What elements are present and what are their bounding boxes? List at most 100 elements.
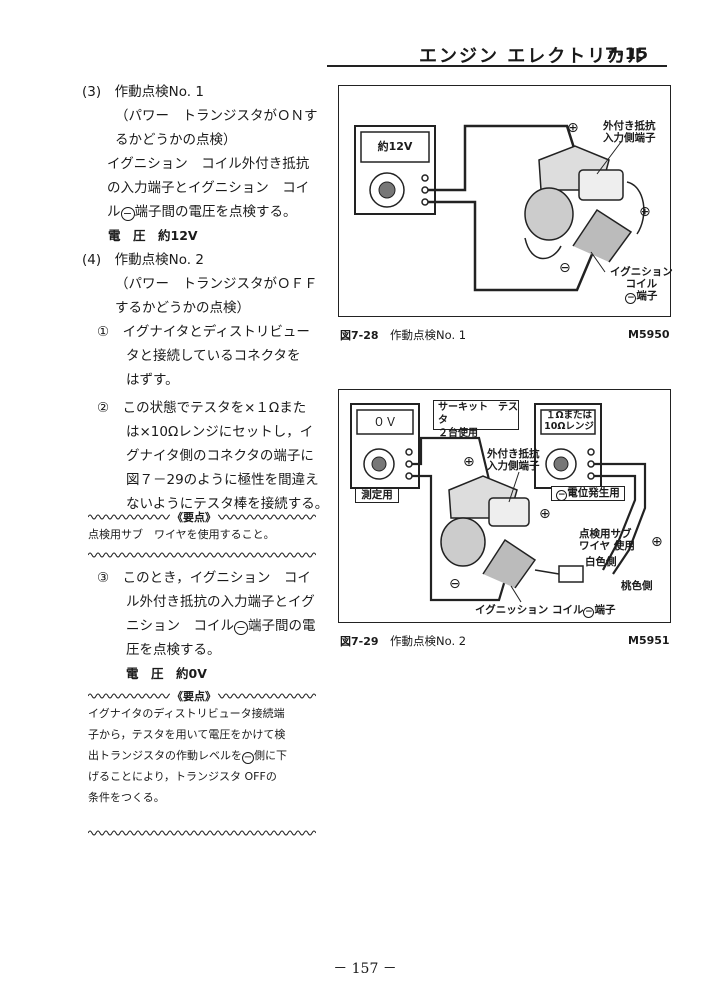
tester-lead-2 [428,200,595,292]
tester-1-display [356,409,414,435]
leader-resistor [596,141,622,175]
distributor [572,208,633,263]
minus-marker: ⊖ [559,260,571,276]
left-column: (3) 作動点検No. 1 （パワー トランジスタがＯＮす るかどうかの点検） … [82,80,329,516]
header-rule [327,65,667,67]
plus-marker-1: ⊕ [463,454,475,470]
step-2-line-3: グナイタ側のコネクタの端子に [126,448,314,464]
figure-7-29-drawing [350,403,647,603]
step-3-line-4: 圧を点検する。 [126,642,221,658]
tester-2-lead-2 [594,474,637,571]
section-3-voltage: 電 圧 約12V [108,228,198,243]
ignition-coil-label: イグニッション コイル−端子 [475,604,616,618]
wire-harness [626,181,645,235]
step-1-line-3: はずす。 [126,372,179,388]
leader-coil [510,585,522,603]
pink-side-label: 桃色側 [621,580,653,592]
step-3-voltage: 電 圧 約0V [126,666,207,681]
tester-1-reading: ０Ｖ [372,415,397,429]
step-3-block: ③ このとき，イグニション コイ ル外付き抵抗の入力端子とイグ ニション コイル… [82,566,318,686]
tester-2-lead-1 [594,462,647,575]
note-1-label: 《要点》 [170,509,218,525]
plus-marker-2: ⊕ [539,506,551,522]
plus-marker-1: ⊕ [567,120,579,136]
step-2-line-2: は×10Ωレンジにセットし，イ [126,424,314,440]
coil-label: イグニションコイル−端子 [610,266,673,304]
tester-2-display [540,409,596,435]
leader-resistor [508,471,520,503]
section-4-subtitle: （パワー トランジスタがＯＦＦ [115,276,318,292]
minus-terminal-icon: − [556,490,568,501]
tester-1-jack-2 [405,460,413,468]
plus-marker-3: ⊕ [651,534,663,550]
step-3-number: ③ [97,570,110,586]
step-3: ③ このとき，イグニション コイ [97,570,311,586]
resistor-label: 外付き抵抗入力側端子 [487,448,540,472]
step-2-line-4: 図７－29のように極性を間違え [126,472,319,488]
page-number: － 157 － [333,961,397,977]
note-2-bottom-border [88,830,316,836]
figure-7-28-drawing [354,124,645,292]
tester-1-lead-1 [412,436,493,489]
page-section-number: 7-15 [605,44,650,63]
step-2-number: ② [97,400,110,416]
tester-jack-1 [421,174,429,182]
note-1-text: 点検用サブ ワイヤを使用すること。 [88,528,275,541]
coil-mount [524,237,562,260]
section-3-subtitle-2: るかどうかの点検） [115,132,237,148]
step-1-number: ① [97,324,110,340]
tester-2-jack-1 [587,448,595,456]
plus-marker-2: ⊕ [639,204,651,220]
figure-7-29-caption: 図7-29 作動点検No. 2 [340,634,467,648]
tester-display [360,131,430,163]
ignition-coil [524,187,574,241]
minus-terminal-icon: − [120,207,135,221]
sub-wire-connector [558,565,584,583]
tester-jack-3 [421,198,429,206]
step-2-line-5: ないようにテスタ棒を接続する。 [126,496,329,512]
step-1: ① イグナイタとディストリビュー [97,324,310,340]
tester-2-jack-2 [587,460,595,468]
ignition-coil [440,517,486,567]
tester-1-role: 測定用 [355,488,399,503]
step-3-line-3: ニション コイル−端子間の電 [126,618,316,635]
tester-2-role: −電位発生用 [551,486,625,501]
tester-1-jack-1 [405,448,413,456]
tester-2-knob [553,456,569,472]
note-1-bottom-border [88,552,316,558]
white-side-label: 白色側 [585,556,617,568]
tester-1-lead-2 [412,474,513,602]
figure-7-29-code: M5951 [628,634,670,647]
tester-reading: 約12V [377,140,413,153]
sub-wire [534,569,560,575]
distributor [482,538,537,589]
section-3-body-2: の入力端子とイグニション コイ [107,180,310,196]
minus-terminal-icon: − [583,607,595,618]
section-3-body-1: イグニション コイル外付き抵抗 [107,156,310,172]
tester-1-knob [371,456,387,472]
tester-lead-1 [428,124,583,192]
external-resistor [488,497,530,527]
external-resistor [578,169,624,201]
minus-terminal-icon: − [625,293,637,304]
section-3-body-3: ル−端子間の電圧を点検する。 [107,204,297,221]
chapter-title: エンジン エレクトリカル [419,46,648,67]
minus-terminal-icon: − [242,752,254,764]
step-3-line-2: ル外付き抵抗の入力端子とイグ [126,594,315,610]
tester-jack-2 [421,186,429,194]
section-3-title: (3) 作動点検No. 1 [82,84,204,100]
step-1-line-2: タと接続しているコネクタを [126,348,301,364]
section-4-title: (4) 作動点検No. 2 [82,252,204,268]
tester-knob [378,181,396,199]
figure-7-28-code: M5950 [628,328,670,341]
sub-wire-label: 点検用サブワイヤ 使用 [579,528,635,552]
step-2: ② この状態でテスタを×１Ωまた [97,400,307,416]
tester-2-jack-3 [587,472,595,480]
figure-7-28: 約12V 外付き抵抗入力側端子 イグニションコイル−端子 ⊕ ⊕ ⊖ [338,85,673,317]
section-3-subtitle: （パワー トランジスタがＯＮす [115,108,318,124]
minus-marker: ⊖ [449,576,461,592]
leader-coil [590,251,606,273]
